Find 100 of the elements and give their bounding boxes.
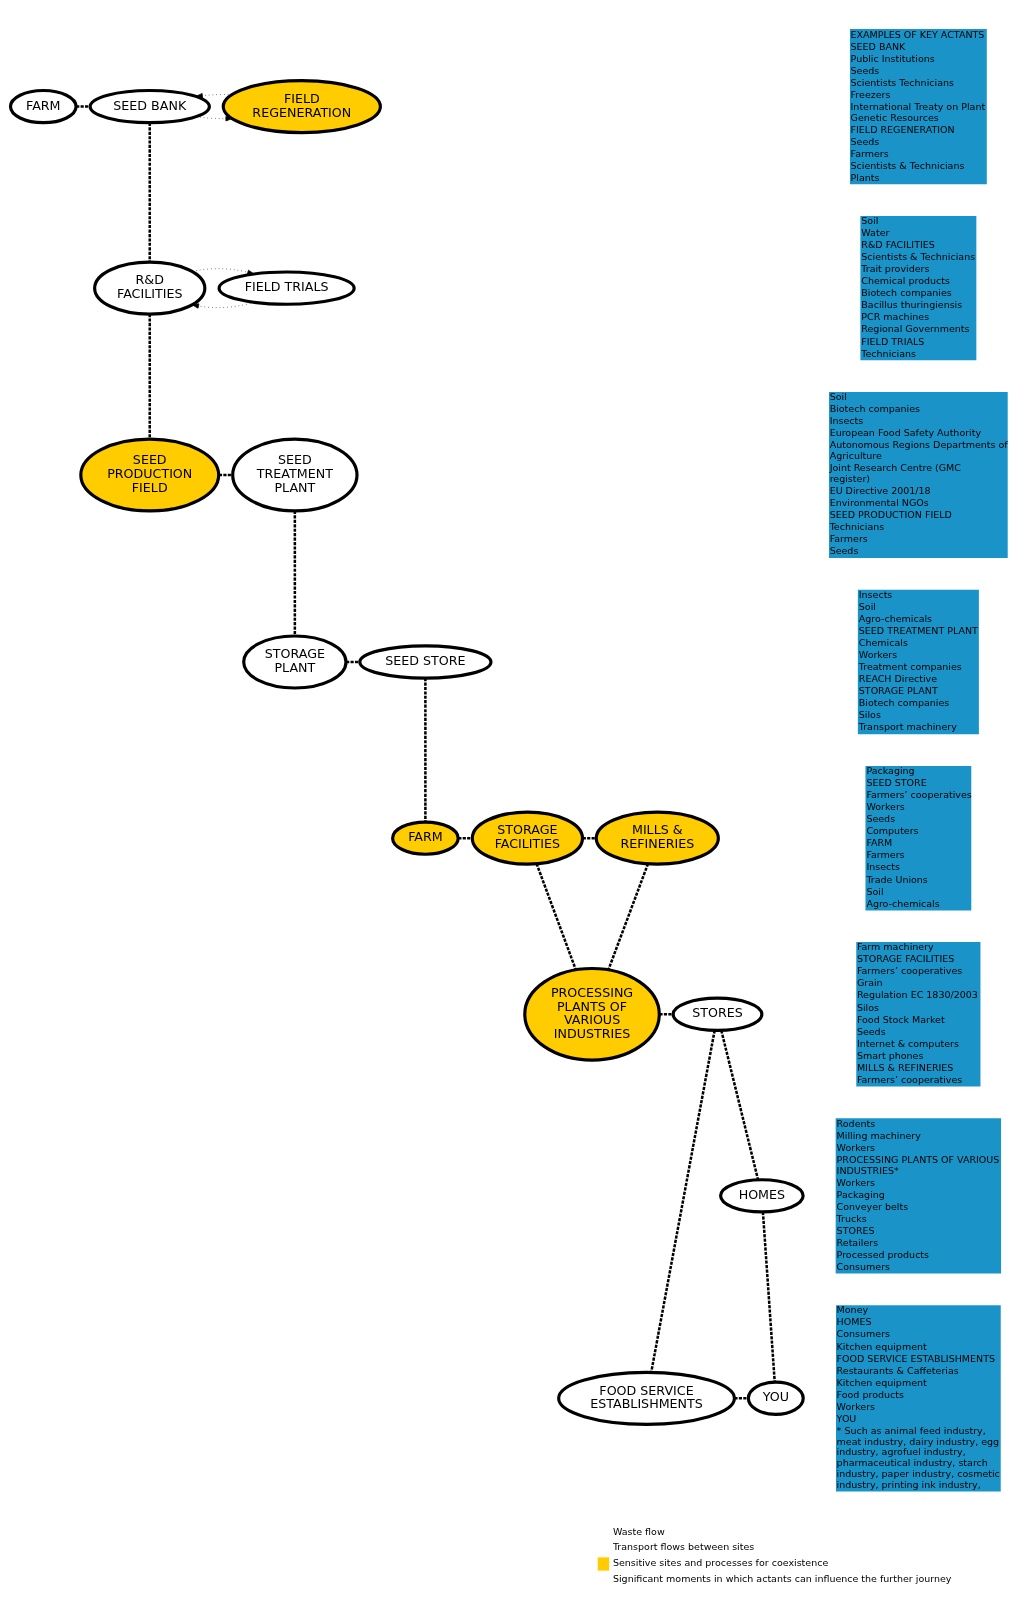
label: * Such as animal feed industry, meat industry, dairy industry, egg industry, agrofuel industry, pharmaceutical industry, starch industry, paper industry, cosmetic industry, printing ink industry,: [836, 1424, 1000, 1490]
label: FARM: [866, 837, 893, 849]
connector: [761, 1212, 776, 1382]
label: Farmers’ cooperatives: [866, 789, 972, 801]
label: Insects: [829, 415, 864, 427]
label: SEED STORE: [866, 777, 927, 789]
label: Workers: [866, 801, 905, 813]
node-ellipse: STORAGE PLANT: [242, 634, 348, 690]
label: Environmental NGOs: [829, 497, 929, 509]
label: PROCESSING PLANTS OF VARIOUS INDUSTRIES*: [836, 1153, 1000, 1176]
label: MILLS & REFINERIES: [856, 1061, 954, 1073]
connector: [535, 863, 578, 971]
label: Smart phones: [856, 1049, 924, 1061]
connector: [650, 1030, 716, 1373]
label: STORES: [836, 1224, 875, 1236]
label: Grain: [856, 977, 883, 989]
node-ellipse: R&D FACILITIES: [93, 260, 207, 316]
node-ellipse: SEED STORE: [358, 644, 493, 680]
label: Seeds: [866, 813, 896, 825]
label: Milling machinery: [836, 1129, 921, 1141]
label: Biotech companies: [829, 403, 921, 415]
label: Soil: [861, 215, 879, 227]
label: Consumers: [836, 1328, 891, 1340]
label: Workers: [836, 1400, 876, 1412]
label: Chemicals: [858, 637, 908, 649]
label: HOMES: [836, 1316, 872, 1328]
label: Computers: [866, 825, 919, 837]
label: Farmers’ cooperatives: [856, 1073, 963, 1085]
node-ellipse: PROCESSING PLANTS OF VARIOUS INDUSTRIES: [523, 966, 661, 1062]
label: Agro-chemicals: [866, 897, 940, 909]
label: Kitchen equipment: [836, 1340, 927, 1352]
label: Packaging: [836, 1188, 885, 1200]
connector: [424, 678, 427, 822]
label: Transport machinery: [858, 721, 957, 733]
node-ellipse: SEED TREATMENT PLANT: [231, 437, 359, 513]
label: PCR machines: [861, 311, 930, 323]
label: Restaurants & Caffeterias: [836, 1364, 959, 1376]
node-ellipse: STORAGE FACILITIES: [470, 810, 585, 866]
label: FOOD SERVICE ESTABLISHMENTS: [836, 1352, 995, 1364]
label: Trait providers: [861, 263, 930, 275]
label: Internet & computers: [856, 1037, 959, 1049]
label: Insects: [858, 588, 893, 600]
label: Technicians: [829, 521, 885, 533]
label: SEED TREATMENT PLANT: [858, 625, 978, 637]
label: Scientists & Technicians: [850, 159, 965, 171]
label: Farm machinery: [856, 941, 934, 953]
label: Insects: [866, 861, 900, 873]
connector: [293, 511, 297, 636]
label: Workers: [858, 649, 898, 661]
node-ellipse: HOMES: [719, 1178, 805, 1214]
label: Consumers: [836, 1260, 891, 1272]
label: EU Directive 2001/18: [829, 485, 931, 497]
label: Regulation EC 1830/2003: [856, 989, 978, 1001]
label: Agro-chemicals: [858, 613, 933, 625]
label: Processed products: [836, 1248, 930, 1260]
label: Workers: [836, 1141, 876, 1153]
label: REACH Directive: [858, 673, 938, 685]
label: FIELD TRIALS: [861, 335, 925, 347]
legend-label: Waste flow: [612, 1525, 665, 1537]
label: Chemical products: [861, 275, 950, 287]
legend-label: Transport flows between sites: [612, 1541, 755, 1553]
label: Conveyer belts: [836, 1200, 909, 1212]
label: Retailers: [836, 1236, 879, 1248]
label: FIELD REGENERATION: [850, 123, 955, 135]
label: Seeds: [829, 545, 859, 557]
label: Silos: [856, 1001, 879, 1013]
label: Water: [861, 227, 890, 239]
label: Soil: [858, 601, 876, 613]
label: European Food Safety Authority: [829, 427, 982, 439]
connector: [458, 836, 473, 840]
node-ellipse: FARM: [8, 88, 78, 125]
label: Treatment companies: [858, 661, 962, 673]
label: Scientists & Technicians: [861, 251, 976, 263]
label: Packaging: [866, 765, 915, 777]
node-ellipse: FOOD SERVICE ESTABLISHMENTS: [557, 1370, 736, 1426]
label: Farmers: [850, 147, 889, 159]
label: Freezers: [850, 88, 891, 100]
connector: [218, 473, 233, 477]
label: R&D FACILITIES: [861, 239, 935, 251]
label: Farmers: [829, 533, 868, 545]
label: Seeds: [850, 64, 880, 76]
label: STORAGE PLANT: [858, 685, 938, 697]
legend-label: Sensitive sites and processes for coexistence: [612, 1557, 829, 1569]
label: Silos: [858, 709, 881, 721]
label: Rodents: [836, 1117, 876, 1129]
label: Seeds: [856, 1025, 886, 1037]
label: Public Institutions: [850, 52, 935, 64]
label: Autonomous Regions Departments of Agriculture: [829, 439, 1008, 462]
label: Scientists Technicians: [850, 76, 954, 88]
label: Food products: [836, 1388, 904, 1400]
node-ellipse: SEED BANK: [88, 88, 211, 125]
connector: [76, 105, 90, 108]
label: Farmers’ cooperatives: [856, 965, 963, 977]
connector: [720, 1030, 760, 1180]
label: SEED BANK: [850, 40, 906, 52]
label: Biotech companies: [861, 287, 952, 299]
connector: [607, 863, 650, 971]
node-ellipse: YOU: [746, 1380, 805, 1416]
connector: [346, 660, 360, 664]
connector: [659, 1013, 674, 1016]
